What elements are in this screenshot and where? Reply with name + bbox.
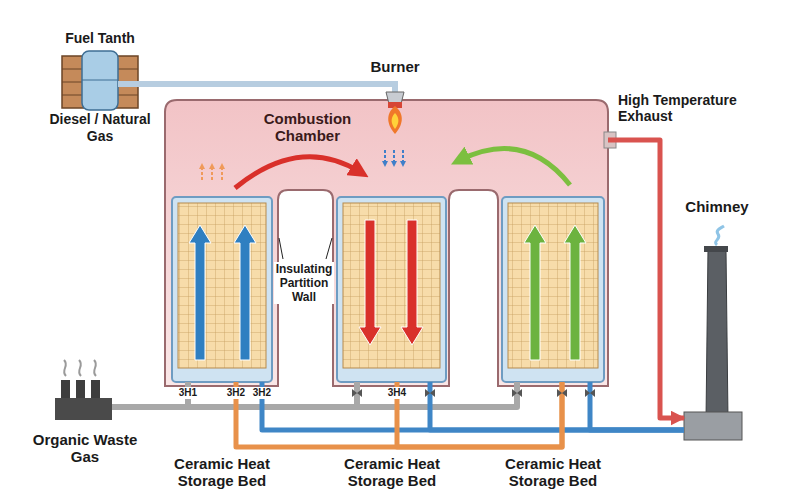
flow-curve [460,148,570,185]
valve-tag: 3H2 [251,387,273,399]
ceramic-storage-bed: Ceramic Heat Storage Bed [337,197,446,382]
node-title: Ceramic Heat Storage Bed [478,455,628,489]
flame [388,106,402,134]
heat-arrow [221,166,223,180]
bed-casing [172,197,272,382]
valve-tag: 3H2 [225,387,247,399]
gas-arrow [393,150,395,164]
stack [91,380,100,400]
valve-symbol [512,389,522,397]
ceramic-grid [178,203,266,368]
leader-line [279,238,283,259]
label-anchor: Insulating Partition Wall [274,262,334,304]
node-title: Ceramic Heat Storage Bed [317,455,467,489]
valve-tag: 3H4 [386,387,408,399]
node-title: Ceramic Heat Storage Bed [147,455,297,489]
chimney-stack [706,250,728,420]
pipe-stub [118,81,155,87]
ceramic-grid [343,203,440,368]
valve-symbol [352,389,362,397]
bed-casing [502,197,604,382]
heat-arrow [211,166,213,180]
inlet-pipe [145,382,357,407]
chimney-base [684,412,742,440]
label-anchor: 3H2 [225,387,247,399]
combustion-chamber: Combustion ChamberCeramic Heat Storage B… [165,100,608,386]
chamber-housing [165,100,608,386]
chimney: Chimney [684,198,750,442]
label-anchor: 3H2 [251,387,273,399]
flame-core [392,113,399,129]
exhaust-pipe [608,140,684,418]
outlet-pipe [430,382,684,430]
flow-curve [235,157,360,188]
node-subtitle: Diesel / Natural Gas [45,111,155,145]
purge-pipe [236,382,562,447]
ceramic-storage-bed: Ceramic Heat Storage Bed [502,197,604,382]
node-title: Combustion Chamber [250,110,365,144]
inlet-pipe [145,382,517,407]
valve-symbol [557,389,567,397]
label-anchor: 3H1 [177,387,199,399]
node-title: Fuel Tanth [45,30,155,47]
label-anchor: 3H4 [386,387,408,399]
burner: Burner [362,58,428,128]
flow-arrow-up [564,225,586,360]
gas-arrow [402,150,404,164]
outlet-pipe [590,382,684,430]
callout-label: Insulating Partition Wall [274,262,334,304]
chimney-rim [704,246,728,252]
purge-pipe [397,382,562,447]
stack [61,380,70,400]
bed-casing [337,197,446,382]
outlet-pipe [262,382,684,430]
factory-base [55,398,112,420]
heat-arrow [201,166,203,180]
tank-cylinder [82,51,118,110]
flow-arrow-down [359,220,381,345]
label-anchor: High Temperature Exhaust [618,92,750,124]
node-title: Burner [362,58,428,76]
fuel-pipe [155,81,362,87]
stack [76,380,85,400]
exhaust-label: High Temperature Exhaust [618,92,750,124]
fuel-tank: Fuel TanthDiesel / Natural Gas [45,30,155,145]
valve-tag: 3H1 [177,387,199,399]
valve-symbol [585,389,595,397]
gas-arrow [384,150,386,164]
smoke [64,360,96,376]
ceramic-storage-bed: Ceramic Heat Storage Bed [172,197,272,382]
flow-arrow-up [234,225,256,360]
valve-symbol [425,389,435,397]
leader-line [326,238,332,259]
smoke [716,226,724,245]
node-title: Chimney [684,198,750,216]
flow-arrow-down [401,220,423,345]
pipe-stub [112,404,145,410]
ceramic-grid [508,203,598,368]
node-title: Organic Waste Gas [25,431,145,465]
flow-arrow-up [189,225,211,360]
tank-band [82,80,118,81]
waste-gas-source: Organic Waste Gas [25,360,145,465]
flow-arrow-up [524,225,546,360]
